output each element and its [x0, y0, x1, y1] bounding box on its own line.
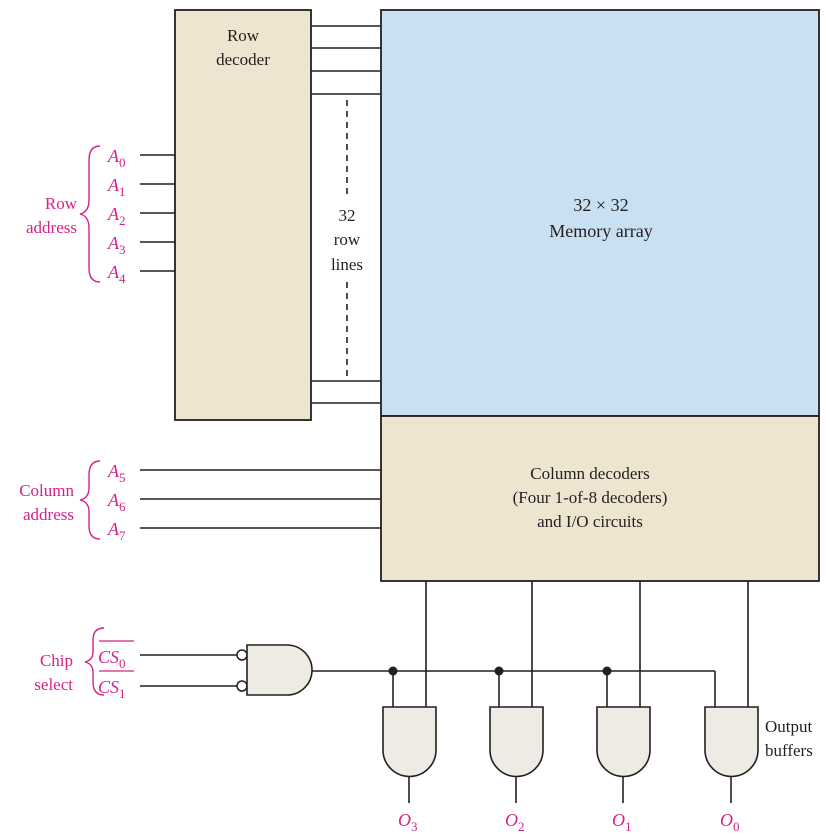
column-address-brace	[79, 460, 101, 540]
output-buffer-gate-0	[704, 706, 759, 778]
pin-a4: A4	[107, 262, 126, 286]
output-buffers-label-2: buffers	[765, 741, 813, 760]
output-buffer-gate-3	[382, 706, 437, 778]
column-decoder-block	[380, 415, 820, 582]
pin-a6: A6	[107, 490, 126, 514]
inversion-bubble-cs0	[236, 649, 248, 661]
junction-dot-2	[494, 666, 504, 676]
column-address-label-2: address	[23, 505, 74, 524]
column-address-wires	[140, 469, 381, 529]
pin-a2: A2	[107, 204, 126, 228]
chip-select-label-1: Chip	[40, 651, 73, 670]
row-address-label-1: Row	[45, 194, 78, 213]
row-address-label-2: address	[26, 218, 77, 237]
chip-select-brace	[84, 627, 105, 696]
output-o3: O3	[398, 810, 418, 834]
pin-cs1: CS1	[98, 677, 126, 701]
memory-array-label-1: 32 × 32	[573, 195, 628, 215]
chip-select-and-gate	[246, 644, 313, 696]
row-lines	[311, 25, 381, 404]
column-decoder-label-3: and I/O circuits	[537, 512, 643, 531]
output-buffer-gate-1	[596, 706, 651, 778]
column-address-label-1: Column	[19, 481, 74, 500]
chip-select-label-2: select	[34, 675, 73, 694]
enable-bus	[312, 670, 716, 707]
chip-select-wires	[140, 654, 237, 687]
output-o1: O1	[612, 810, 632, 834]
column-decoder-label-2: (Four 1-of-8 decoders)	[513, 488, 668, 507]
column-decoder-label-1: Column decoders	[530, 464, 649, 483]
row-lines-label-1: 32	[339, 206, 356, 225]
pin-a3: A3	[107, 233, 126, 257]
output-buffer-gate-2	[489, 706, 544, 778]
pin-a0: A0	[107, 146, 126, 170]
junction-dot-3	[602, 666, 612, 676]
pin-a1: A1	[107, 175, 126, 199]
row-address-brace	[79, 145, 101, 283]
row-decoder-block	[174, 9, 312, 421]
pin-a7: A7	[107, 519, 126, 543]
output-o2: O2	[505, 810, 525, 834]
output-o0: O0	[720, 810, 740, 834]
row-decoder-label-1: Row	[227, 26, 260, 45]
row-decoder-label-2: decoder	[216, 50, 270, 69]
row-address-wires	[140, 154, 175, 272]
junction-dot-1	[388, 666, 398, 676]
inversion-bubble-cs1	[236, 680, 248, 692]
pin-a5: A5	[107, 461, 126, 485]
pin-cs0: CS0	[98, 647, 126, 671]
row-lines-label-3: lines	[331, 255, 363, 274]
output-wires	[408, 777, 732, 803]
memory-array-label-2: Memory array	[549, 221, 652, 241]
memory-array-block	[380, 9, 820, 417]
row-lines-label-2: row	[334, 230, 361, 249]
output-buffers-label-1: Output	[765, 717, 813, 736]
chip-select-overbars	[99, 640, 134, 672]
data-lines	[425, 581, 749, 707]
